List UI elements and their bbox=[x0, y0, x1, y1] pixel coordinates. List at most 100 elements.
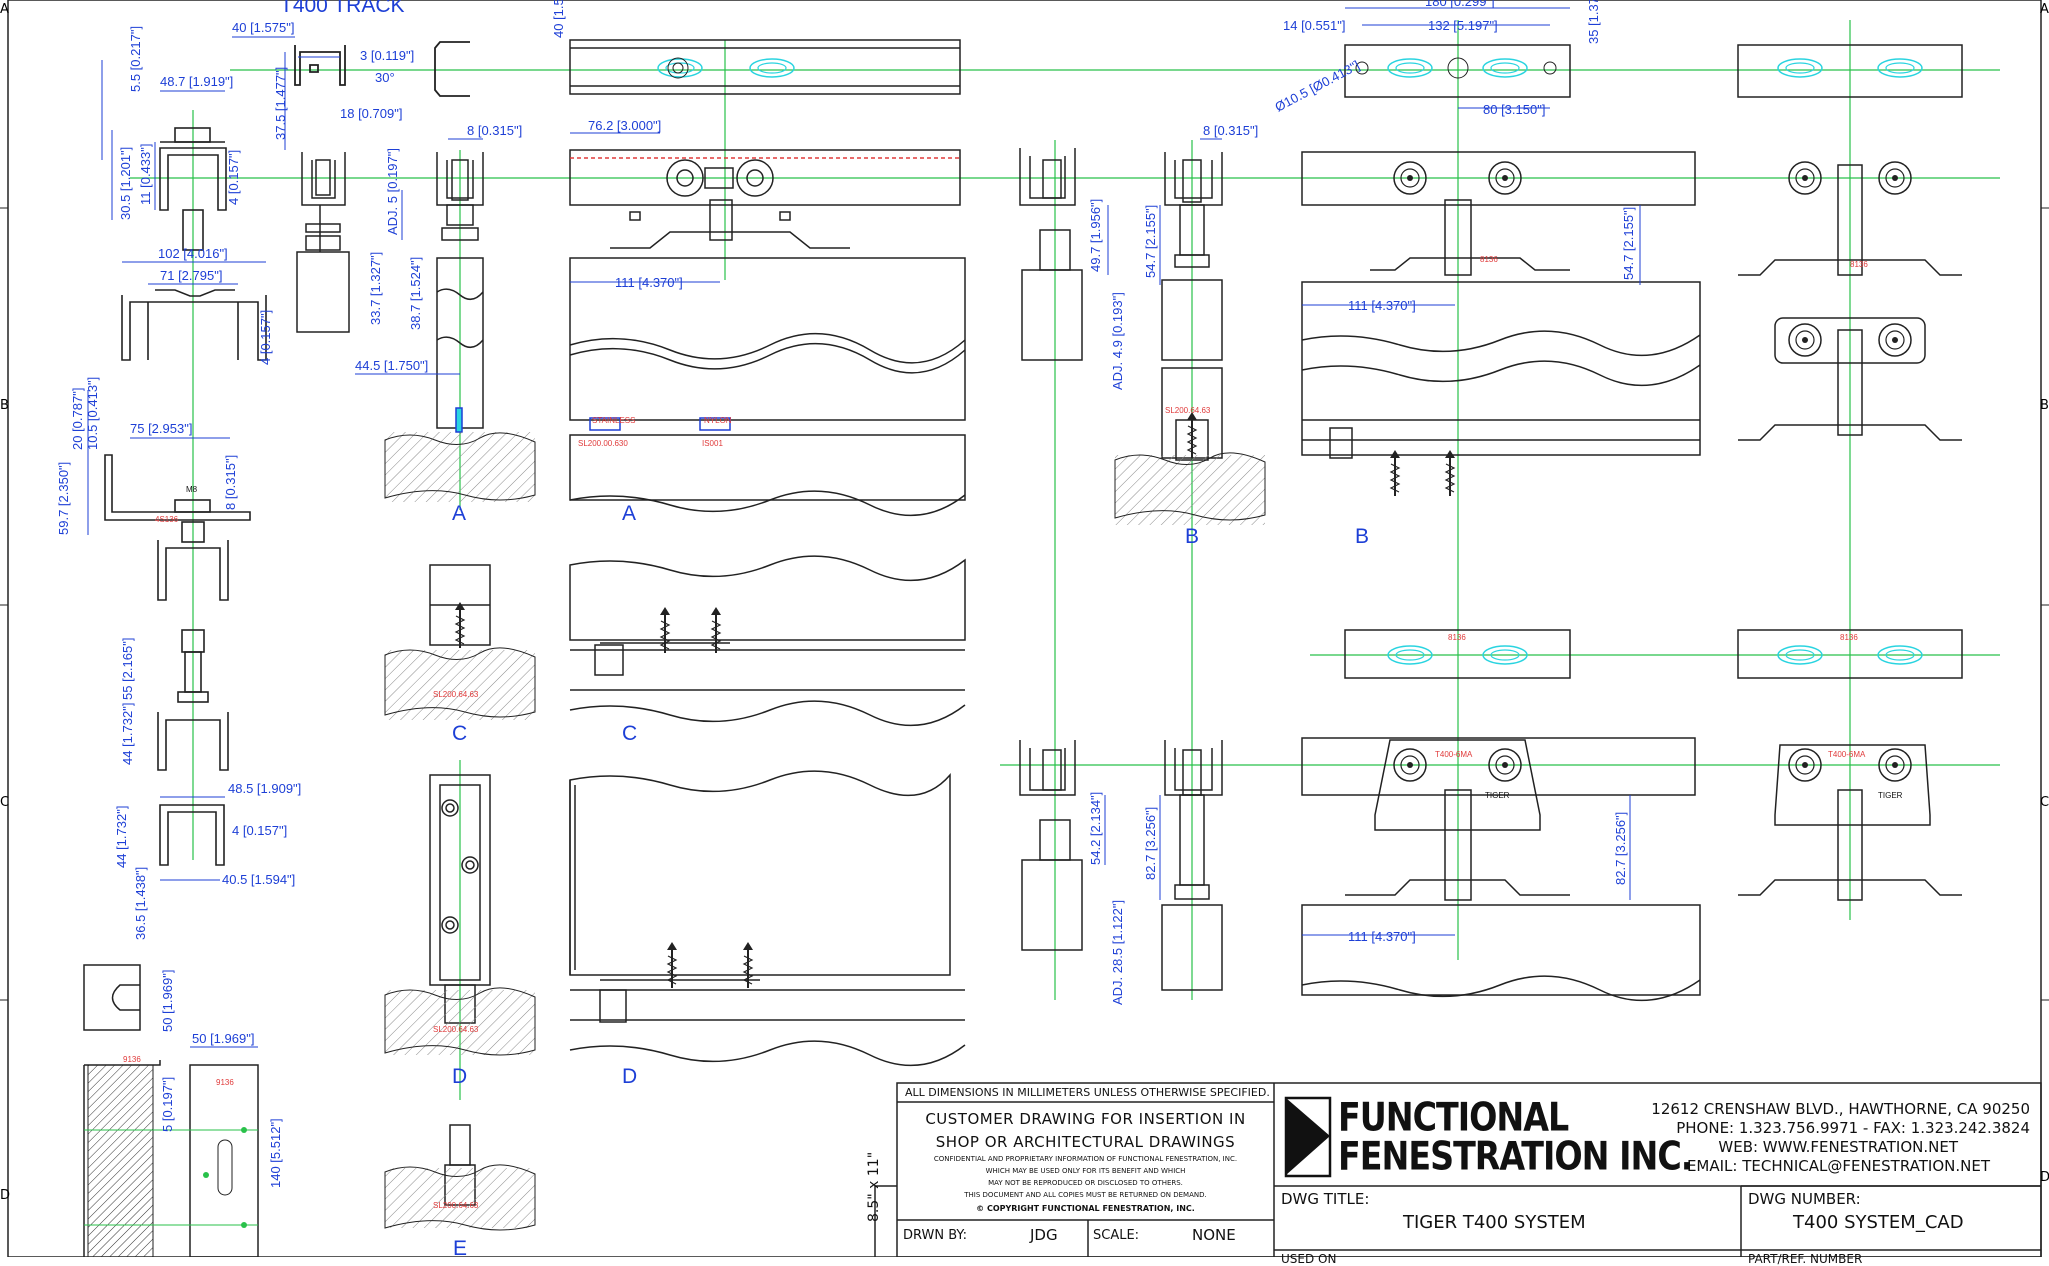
carrier-set-mid-lower bbox=[1301, 629, 1701, 1002]
confidential-line-4: THIS DOCUMENT AND ALL COPIES MUST BE RET… bbox=[964, 1191, 1207, 1199]
section-c-left: C bbox=[452, 722, 467, 745]
section-c-screws bbox=[454, 601, 466, 649]
part-mark-p3: TIGER bbox=[1485, 791, 1510, 800]
dim-d8: 4 [0.157"] bbox=[258, 310, 273, 365]
cyan-roller-set-a bbox=[657, 57, 795, 79]
part-mark-p6: IS001 bbox=[702, 439, 723, 448]
scale-label: SCALE: bbox=[1093, 1228, 1140, 1243]
part-mark-p8: SL200.64.63 bbox=[433, 1025, 479, 1034]
dim-d9: 20 [0.787"] bbox=[70, 388, 85, 450]
dim-e5: 44.5 [1.750"] bbox=[355, 358, 428, 373]
section-b-right: B bbox=[1355, 525, 1369, 548]
dim-g2: 8 [0.315"] bbox=[1203, 123, 1258, 138]
dim-d22: 50 [1.969"] bbox=[192, 1031, 254, 1046]
company-email[interactable]: EMAIL: TECHNICAL@FENESTRATION.NET bbox=[1686, 1157, 1990, 1175]
section-c-right: C bbox=[622, 722, 637, 745]
hanger-assembly-a1 bbox=[296, 152, 350, 333]
dim-d10: 10.5 [0.413"] bbox=[85, 377, 100, 450]
dim-t2: 3 [0.119"] bbox=[360, 48, 414, 63]
hanger-assembly-a2 bbox=[436, 152, 484, 433]
customer-line-2: SHOP OR ARCHITECTURAL DRAWINGS bbox=[935, 1133, 1236, 1151]
dim-j2: 82.7 [3.256"] bbox=[1143, 807, 1158, 880]
zone-letter-right-c: C bbox=[2040, 795, 2049, 810]
dim-e1: ADJ. 5 [0.197"] bbox=[385, 148, 400, 235]
dim-d15: 55 [2.165"] bbox=[120, 638, 135, 700]
dim-d19: 40.5 [1.594"] bbox=[222, 872, 295, 887]
dimension-lines bbox=[87, 7, 1641, 1048]
part-mark-p15: 9136 bbox=[123, 1055, 141, 1064]
panel-d-screws bbox=[666, 941, 754, 989]
dim-d7: 71 [2.795"] bbox=[160, 268, 222, 283]
section-b-left: B bbox=[1185, 525, 1199, 548]
hanger-assembly-b3 bbox=[1019, 740, 1083, 951]
dim-j4: 111 [4.370"] bbox=[1348, 929, 1416, 944]
section-b-screw bbox=[1186, 411, 1198, 459]
rollers-b bbox=[1355, 57, 1557, 195]
dim-f3: 40 [1.5 bbox=[551, 0, 566, 38]
title-block-header-note: ALL DIMENSIONS IN MILLIMETERS UNLESS OTH… bbox=[905, 1086, 1270, 1099]
part-mark-p17: STAINLESS bbox=[592, 416, 635, 425]
dim-d14: 44 [1.732"] bbox=[120, 703, 135, 765]
dim-t5: 37.5 [1.477"] bbox=[273, 67, 288, 140]
dim-f1: 76.2 [3.000"] bbox=[588, 118, 661, 133]
dim-d2: 48.7 [1.919"] bbox=[160, 74, 233, 89]
part-mark-p5: SL200.00.630 bbox=[578, 439, 628, 448]
dim-j1: 54.2 [2.134"] bbox=[1088, 792, 1103, 865]
floor-hatch-b bbox=[1115, 455, 1265, 525]
section-d-left: D bbox=[452, 1065, 467, 1088]
zone-letter-right-d: D bbox=[2040, 1170, 2049, 1185]
dim-e3: 8 [0.315"] bbox=[467, 123, 522, 138]
panel-c-screws bbox=[659, 606, 722, 654]
drawn-by-label: DRWN BY: bbox=[903, 1228, 968, 1243]
used-on-label: USED ON bbox=[1281, 1252, 1337, 1266]
part-ref-label: PART/REF. NUMBER bbox=[1748, 1252, 1863, 1266]
hanger-bracket-1 bbox=[121, 127, 267, 361]
dim-d6: 102 [4.016"] bbox=[158, 246, 228, 261]
floor-hatch-a bbox=[385, 432, 535, 502]
part-mark-p16: 9136 bbox=[216, 1078, 234, 1087]
panel-elevation-a bbox=[569, 39, 966, 517]
hanger-assembly-b2 bbox=[1161, 152, 1223, 461]
carrier-set-right-1 bbox=[1737, 44, 1963, 441]
dim-g4: ADJ. 4.9 [0.193"] bbox=[1110, 292, 1125, 390]
carrier-set-right-lower bbox=[1737, 629, 1963, 901]
dim-t4: 18 [0.709"] bbox=[340, 106, 402, 121]
part-mark-p11: T400-6MA bbox=[1435, 750, 1473, 759]
company-logo-mark bbox=[1284, 1096, 1332, 1178]
zone-letter-right-b: B bbox=[2040, 398, 2049, 413]
company-web[interactable]: WEB: WWW.FENESTRATION.NET bbox=[1718, 1138, 1958, 1156]
company-phone: PHONE: 1.323.756.9971 - FAX: 1.323.242.3… bbox=[1676, 1119, 2030, 1137]
dim-h5: Ø10.5 [Ø0.413"] bbox=[1272, 58, 1362, 115]
floor-hatch-c bbox=[385, 650, 535, 720]
panel-b-screws bbox=[1389, 449, 1456, 497]
zone-letter-left-a: A bbox=[0, 2, 9, 17]
part-mark-p13: 8136 bbox=[1448, 633, 1466, 642]
zone-letter-right-a: A bbox=[2040, 2, 2049, 17]
scale-value: NONE bbox=[1192, 1226, 1236, 1244]
panel-elevation-b bbox=[1301, 44, 1701, 459]
copyright-note: © COPYRIGHT FUNCTIONAL FENESTRATION, INC… bbox=[976, 1204, 1195, 1213]
hanger-bracket-3 bbox=[157, 629, 229, 771]
part-mark-p7: SL200.64.63 bbox=[433, 690, 479, 699]
part-mark-p18: NYLON bbox=[704, 416, 732, 425]
dwg-number-value: T400 SYSTEM_CAD bbox=[1793, 1212, 1964, 1233]
part-mark-p4: TIGER bbox=[1878, 791, 1903, 800]
confidential-line-1: CONFIDENTIAL AND PROPRIETARY INFORMATION… bbox=[933, 1155, 1238, 1163]
part-mark-p2: 4S136 bbox=[155, 515, 179, 524]
dim-e4: 38.7 [1.524"] bbox=[408, 257, 423, 330]
part-mark-p1: M8 bbox=[186, 485, 198, 494]
dim-d12: 59.7 [2.350"] bbox=[56, 462, 71, 535]
track-profile-top bbox=[294, 41, 470, 97]
section-a-left: A bbox=[452, 502, 466, 525]
dim-d24: 140 [5.512"] bbox=[268, 1118, 283, 1188]
dim-g1: 49.7 [1.956"] bbox=[1088, 199, 1103, 272]
dim-e2: 33.7 [1.327"] bbox=[368, 252, 383, 325]
dim-d4: 11 [0.433"] bbox=[138, 144, 153, 205]
part-mark-p12: T400-6MA bbox=[1828, 750, 1866, 759]
part-mark-p19: 8136 bbox=[1850, 260, 1868, 269]
part-mark-p10: SL200.64.63 bbox=[1165, 406, 1211, 415]
section-a-right: A bbox=[622, 502, 636, 525]
hanger-assembly-b1 bbox=[1019, 148, 1083, 361]
dwg-title-label: DWG TITLE: bbox=[1281, 1190, 1370, 1208]
dim-d23: 5 [0.197"] bbox=[160, 1077, 175, 1132]
